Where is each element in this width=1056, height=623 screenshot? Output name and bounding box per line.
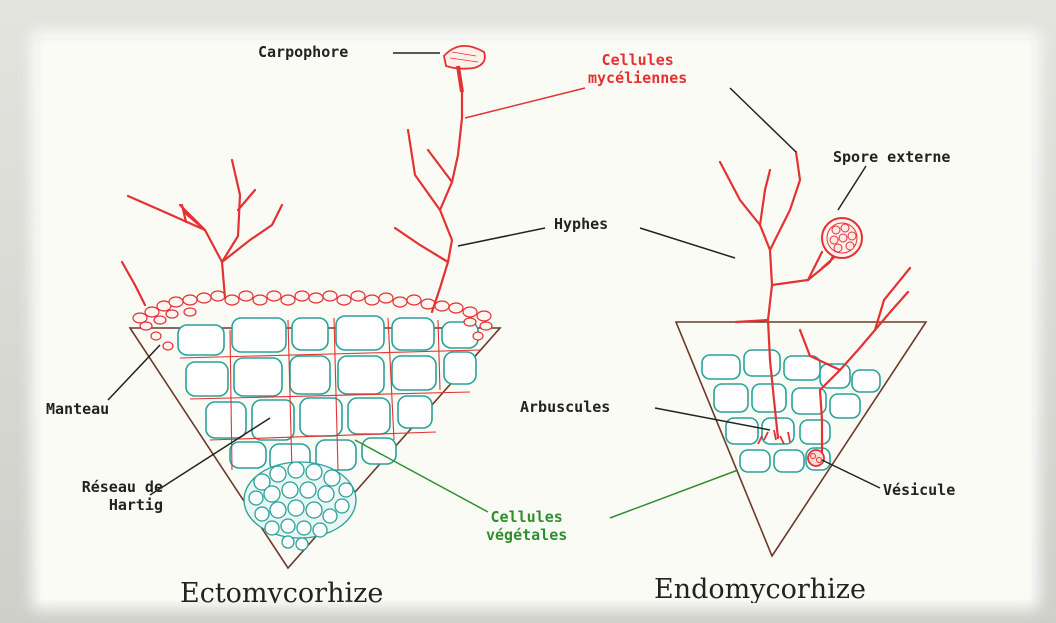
diagram-canvas: Carpophore Cellules mycéliennes Spore ex…: [38, 38, 1033, 603]
title-endomycorhize: Endomycorhize: [654, 574, 866, 603]
hyphes-leader-ecto: [458, 228, 545, 246]
hyphes-leader-endo: [640, 228, 735, 258]
label-spore-externe: Spore externe: [833, 148, 950, 166]
vesicle: [808, 450, 824, 466]
label-reseau-hartig: Réseau de Hartig: [46, 478, 163, 514]
title-ectomycorhize: Ectomycorhize: [180, 578, 383, 603]
spore-leader: [838, 166, 866, 210]
carpophore-mushroom: [444, 46, 485, 92]
vegetales-leader-ecto: [355, 440, 488, 512]
myceliennes-leader-endo: [730, 88, 796, 152]
ecto-stele: [244, 462, 356, 550]
vegetales-leader-endo: [610, 470, 738, 518]
label-arbuscules: Arbuscules: [520, 398, 610, 416]
label-vesicule: Vésicule: [883, 481, 955, 499]
ecto-hyphae: [122, 92, 462, 312]
external-spore: [822, 218, 862, 268]
label-carpophore: Carpophore: [258, 43, 348, 61]
ecto-root-section: [122, 46, 500, 568]
manteau-leader: [108, 345, 160, 400]
vesicule-leader: [822, 460, 880, 488]
myceliennes-leader-ecto: [465, 88, 585, 118]
label-hyphes: Hyphes: [554, 215, 608, 233]
label-cellules-myceliennes: Cellules mycéliennes: [588, 51, 687, 87]
label-manteau: Manteau: [46, 400, 109, 418]
label-cellules-vegetales: Cellules végétales: [486, 508, 567, 544]
